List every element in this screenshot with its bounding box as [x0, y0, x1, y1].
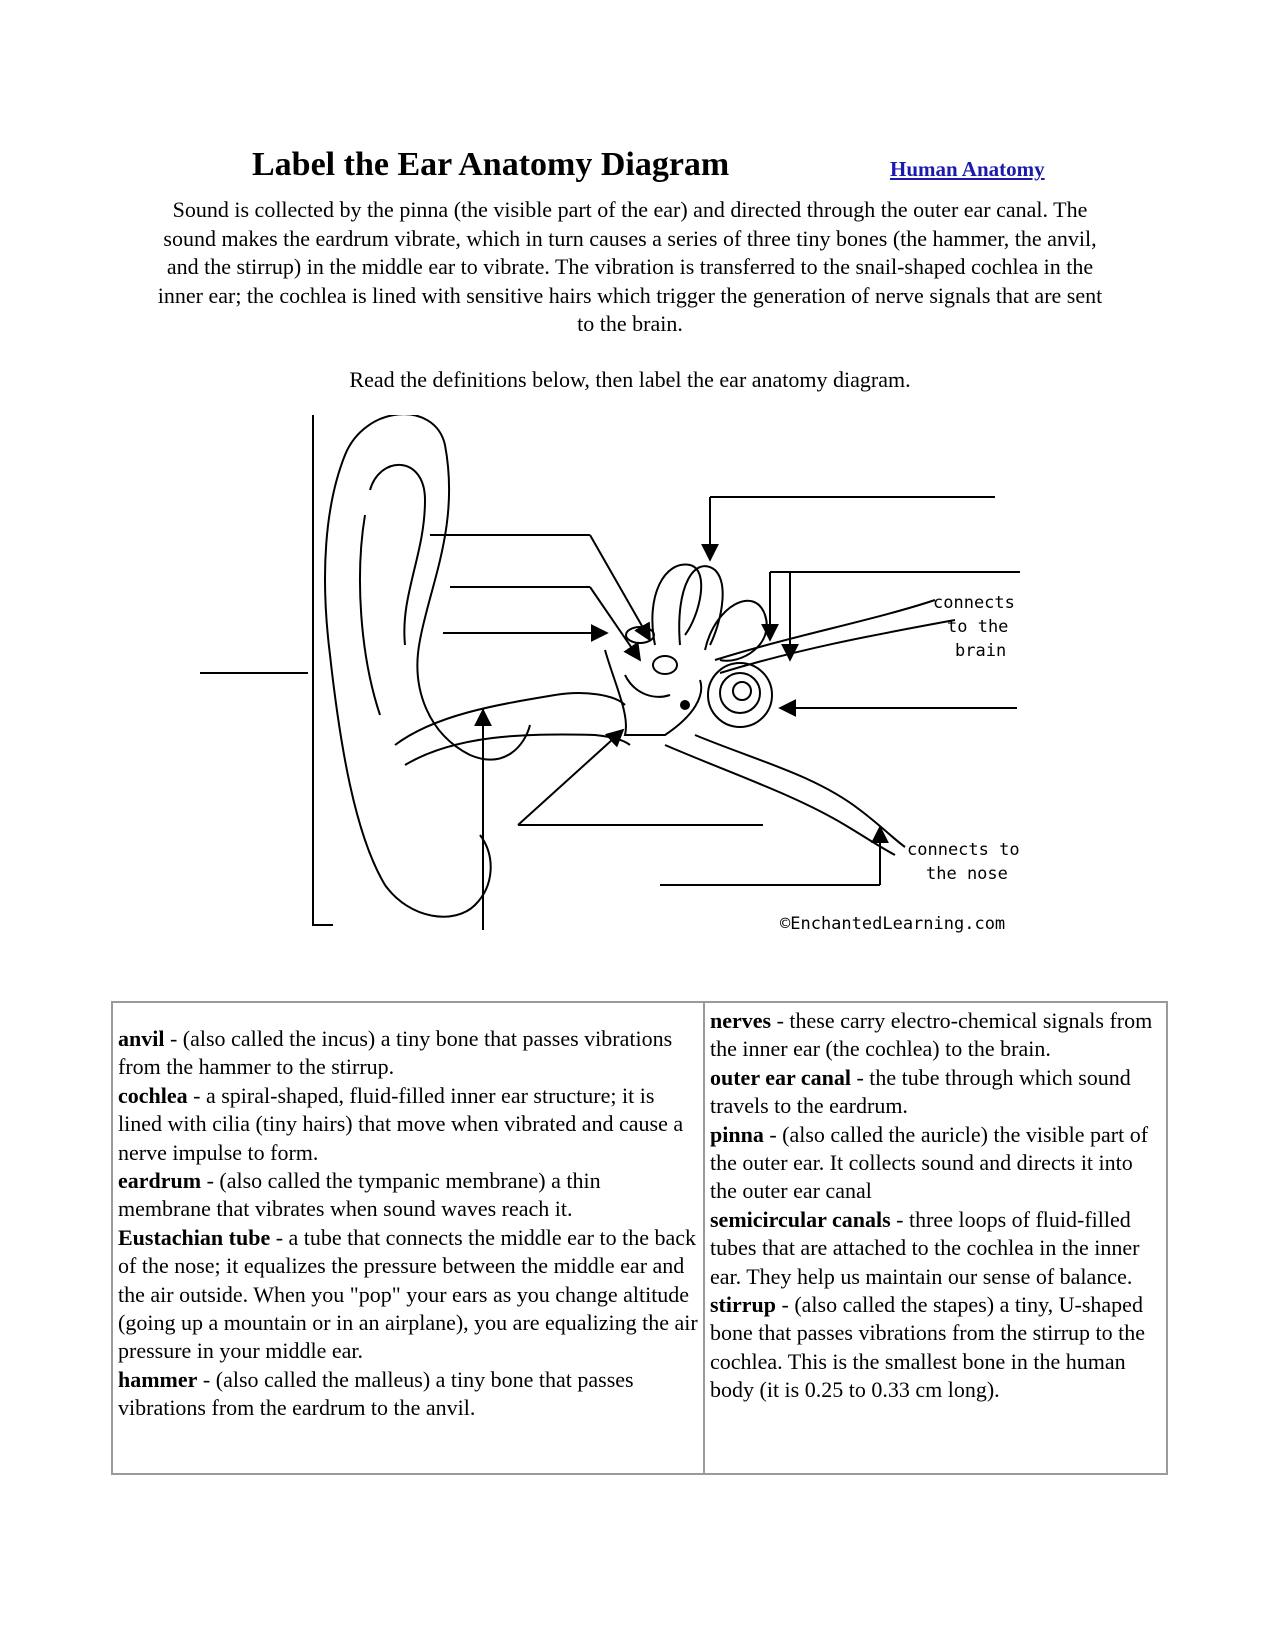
anvil-bone: [652, 655, 678, 675]
definition-eardrum: eardrum - (also called the tympanic memb…: [118, 1167, 698, 1224]
semicircular-canals: [651, 563, 768, 662]
definitions-column-right: nerves - these carry electro-chemical si…: [705, 1003, 1166, 1473]
text-nerves: - these carry electro-chemical signals f…: [710, 1008, 1153, 1062]
brain-label-line-3: brain: [955, 641, 1006, 661]
nose-label-line-2: the nose: [926, 864, 1008, 884]
term-eustachian-tube: Eustachian tube: [118, 1224, 271, 1250]
term-nerves: nerves: [710, 1008, 772, 1033]
cochlea-inner: [732, 681, 752, 701]
definition-stirrup: stirrup - (also called the stapes) a tin…: [710, 1291, 1161, 1405]
definition-hammer: hammer - (also called the malleus) a tin…: [118, 1366, 698, 1423]
brain-label-line-1: connects: [933, 593, 1015, 613]
text-eardrum: - (also called the tympanic membrane) a …: [118, 1168, 601, 1222]
instructions: Read the definitions below, then label t…: [349, 367, 911, 392]
ear-diagram: connects to the brain connects to the no…: [195, 415, 1075, 975]
definition-pinna: pinna - (also called the auricle) the vi…: [710, 1121, 1161, 1206]
term-outer-ear-canal: outer ear canal: [710, 1064, 851, 1090]
text-pinna: - (also called the auricle) the visible …: [710, 1121, 1149, 1204]
oval-window: [680, 700, 690, 710]
definitions-column-left: anvil - (also called the incus) a tiny b…: [113, 1003, 705, 1473]
page-title: Label the Ear Anatomy Diagram: [252, 146, 730, 183]
term-anvil: anvil: [118, 1026, 165, 1051]
definition-nerves: nerves - these carry electro-chemical si…: [710, 1007, 1161, 1064]
eustachian-tube: [664, 734, 906, 856]
text-hammer: - (also called the malleus) a tiny bone …: [118, 1366, 634, 1421]
term-eardrum: eardrum: [118, 1168, 202, 1194]
text-stirrup: - (also called the stapes) a tiny, U-sha…: [710, 1292, 1146, 1403]
text-semicircular-canals: - three loops of fluid-filled tubes that…: [710, 1206, 1140, 1289]
text-outer-ear-canal: - the tube through which sound travels t…: [710, 1064, 1131, 1119]
definition-cochlea: cochlea - a spiral-shaped, fluid-filled …: [118, 1082, 698, 1167]
cochlea-mid: [719, 672, 761, 714]
definition-anvil: anvil - (also called the incus) a tiny b…: [118, 1025, 698, 1082]
definition-eustachian-tube: Eustachian tube - a tube that connects t…: [118, 1224, 698, 1366]
pinna-outline: [324, 415, 531, 918]
ear-diagram-svg: connects to the brain connects to the no…: [200, 415, 1020, 934]
hammer-bone: [625, 626, 655, 644]
human-anatomy-link[interactable]: Human Anatomy: [890, 157, 1045, 181]
pinna-bracket: [312, 415, 333, 926]
pointer-anvil: [589, 586, 642, 662]
ear-canal: [394, 692, 631, 766]
text-anvil: - (also called the incus) a tiny bone th…: [118, 1026, 673, 1080]
term-hammer: hammer: [118, 1366, 198, 1392]
definition-outer-ear-canal: outer ear canal - the tube through which…: [710, 1064, 1161, 1121]
term-semicircular-canals: semicircular canals: [710, 1206, 891, 1232]
definitions-table: anvil - (also called the incus) a tiny b…: [111, 1001, 1168, 1475]
pinna-inner: [359, 464, 427, 716]
middle-ear-cavity: [604, 649, 703, 736]
pointer-stirrup: [517, 728, 625, 826]
copyright-label: ©EnchantedLearning.com: [780, 914, 1005, 934]
pointer-hammer: [589, 534, 651, 642]
term-pinna: pinna: [710, 1121, 764, 1147]
text-eustachian-tube: - a tube that connects the middle ear to…: [118, 1224, 698, 1364]
definition-semicircular-canals: semicircular canals - three loops of flu…: [710, 1206, 1161, 1291]
stirrup-bone: [624, 674, 671, 698]
brain-label-line-2: to the: [947, 617, 1008, 637]
term-stirrup: stirrup: [710, 1292, 776, 1318]
nose-label-line-1: connects to: [907, 840, 1020, 860]
intro-paragraph: Sound is collected by the pinna (the vis…: [157, 197, 1103, 336]
text-cochlea: - a spiral-shaped, fluid-filled inner ea…: [118, 1082, 684, 1165]
nerve-bundle: [714, 599, 956, 674]
cochlea-outer: [707, 662, 773, 728]
term-cochlea: cochlea: [118, 1082, 188, 1108]
